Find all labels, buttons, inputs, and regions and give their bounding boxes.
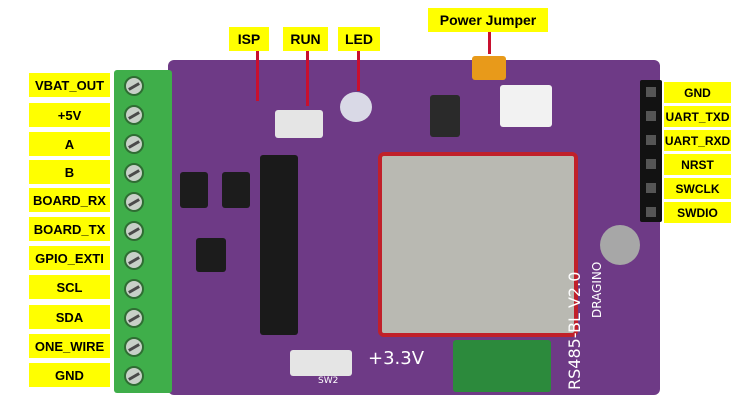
pin-label-gnd-left: GND xyxy=(29,363,110,387)
connector-white xyxy=(500,85,552,127)
power-jumper xyxy=(472,56,506,80)
terminal-screw xyxy=(124,163,144,183)
led-arrow xyxy=(357,51,360,91)
pin-label-b: B xyxy=(29,160,110,184)
pin-label-a: A xyxy=(29,132,110,156)
chip-u3 xyxy=(196,238,226,272)
header-pin xyxy=(646,135,656,145)
pin-label-vbat-out: VBAT_OUT xyxy=(29,73,110,97)
terminal-screw xyxy=(124,337,144,357)
antenna xyxy=(453,340,551,392)
power-switch xyxy=(290,350,352,376)
pin-label-5v: +5V xyxy=(29,103,110,127)
screw-terminal-block xyxy=(114,70,172,393)
terminal-screw xyxy=(124,76,144,96)
run-label: RUN xyxy=(283,27,328,51)
isp-switch xyxy=(275,110,323,138)
voltage-silkscreen: +3.3V xyxy=(368,348,425,369)
pin-label-board-rx: BOARD_RX xyxy=(29,188,110,212)
terminal-screw xyxy=(124,366,144,386)
isp-label: ISP xyxy=(229,27,269,51)
terminal-screw xyxy=(124,308,144,328)
brand-silkscreen: DRAGINO xyxy=(590,261,604,318)
header-pin xyxy=(646,111,656,121)
power-jumper-label: Power Jumper xyxy=(428,8,548,32)
debug-header xyxy=(640,80,662,222)
led-label: LED xyxy=(338,27,380,51)
terminal-screw xyxy=(124,250,144,270)
chip-u2 xyxy=(222,172,250,208)
terminal-screw xyxy=(124,105,144,125)
pin-label-gpio-exti: GPIO_EXTI xyxy=(29,246,110,270)
terminal-screw xyxy=(124,192,144,212)
m2-slot xyxy=(260,155,298,335)
pin-label-scl: SCL xyxy=(29,275,110,299)
led-lens xyxy=(340,92,372,122)
power-jumper-arrow xyxy=(488,32,491,54)
pin-label-one-wire: ONE_WIRE xyxy=(29,334,110,358)
pin-label-sda: SDA xyxy=(29,305,110,329)
terminal-screw xyxy=(124,221,144,241)
pin-label-swclk: SWCLK xyxy=(664,178,731,199)
reset-button xyxy=(430,95,460,137)
pin-label-board-tx: BOARD_TX xyxy=(29,217,110,241)
pin-label-uart-rxd: UART_RXD xyxy=(664,130,731,151)
header-pin xyxy=(646,159,656,169)
board-name-silkscreen: RS485-BL V2.0 xyxy=(565,271,584,390)
header-pin xyxy=(646,207,656,217)
terminal-screw xyxy=(124,134,144,154)
rf-module xyxy=(378,152,578,337)
pin-label-gnd-right: GND xyxy=(664,82,731,103)
header-pin xyxy=(646,87,656,97)
pin-label-uart-txd: UART_TXD xyxy=(664,106,731,127)
header-pin xyxy=(646,183,656,193)
isp-arrow xyxy=(256,51,259,101)
pin-label-swdio: SWDIO xyxy=(664,202,731,223)
pin-label-nrst: NRST xyxy=(664,154,731,175)
chip-u1 xyxy=(180,172,208,208)
run-arrow xyxy=(306,51,309,106)
mounting-screw xyxy=(600,225,640,265)
switch-silkscreen: SW2 xyxy=(318,376,339,386)
terminal-screw xyxy=(124,279,144,299)
